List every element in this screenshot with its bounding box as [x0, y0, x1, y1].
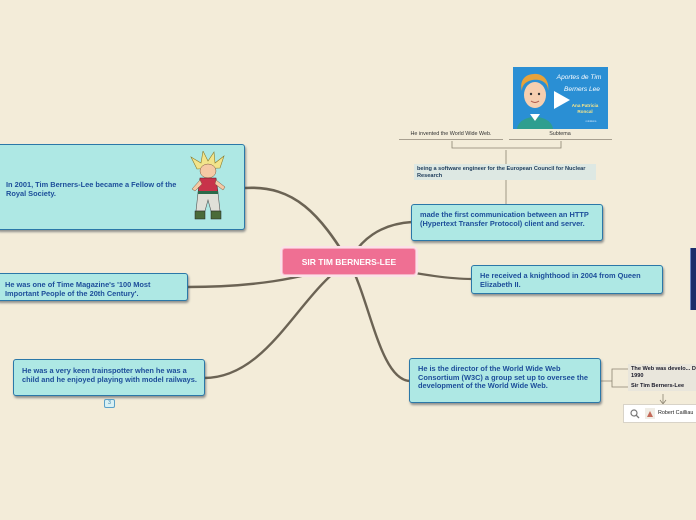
subtopic-tbl-name[interactable]: Sir Tim Berners-Lee — [628, 381, 696, 391]
subtopic-subtema-underline — [509, 139, 612, 140]
subtopic-web-developed-text: The Web was develo... December 1990 — [631, 366, 696, 379]
subtopic-subtema[interactable]: Subtema — [510, 131, 610, 137]
branch-w3c — [349, 262, 410, 381]
node-fellow-text: In 2001, Tim Berners-Lee became a Fellow… — [6, 181, 182, 198]
image-thumbnail-icon — [645, 408, 655, 419]
node-trainspotter-text: He was a very keen trainspotter when he … — [22, 367, 198, 384]
video-thumbnail[interactable]: Aportes de Tim Berners Lee Ana Patricia … — [513, 67, 608, 129]
node-http[interactable]: made the first communication between an … — [411, 204, 603, 241]
search-result-card[interactable]: Robert Cailliau — [623, 404, 696, 423]
node-trainspotter[interactable]: He was a very keen trainspotter when he … — [13, 359, 205, 396]
node-knighthood-text: He received a knighthood in 2004 from Qu… — [480, 272, 656, 289]
magnifier-icon — [630, 409, 640, 419]
branch-trainspotter — [204, 262, 349, 378]
node-fellow[interactable]: In 2001, Tim Berners-Lee became a Fellow… — [0, 144, 245, 230]
node-time-text: He was one of Time Magazine's '100 Most … — [5, 281, 183, 298]
node-w3c-text: He is the director of the World Wide Web… — [418, 365, 596, 391]
node-w3c[interactable]: He is the director of the World Wide Web… — [409, 358, 601, 403]
knighthood-image[interactable] — [690, 248, 696, 310]
central-topic[interactable]: SIR TIM BERNERS-LEE — [282, 248, 416, 275]
person-illustration — [515, 71, 555, 129]
video-author-line1: Ana Patricia — [563, 103, 607, 108]
search-result-label: Robert Cailliau — [658, 410, 693, 416]
subtopic-invented[interactable]: He invented the World Wide Web. — [399, 131, 503, 137]
subtopic-engineer[interactable]: being a software engineer for the Europe… — [414, 164, 596, 180]
video-title-line2: Berners Lee — [557, 86, 607, 93]
node-time[interactable]: He was one of Time Magazine's '100 Most … — [0, 273, 188, 301]
notes-count-badge[interactable]: 3 — [104, 399, 115, 408]
cartoon-character-image — [187, 151, 231, 225]
subtopic-web-developed[interactable]: The Web was develo... December 1990 — [628, 364, 696, 381]
connector-w3c-right — [601, 369, 628, 387]
subtopic-invented-underline — [399, 139, 503, 140]
video-author-line2: Roncal — [563, 109, 607, 114]
connector-top-bracket — [452, 141, 561, 148]
video-tiny-label: mindomo — [577, 120, 605, 123]
node-http-text: made the first communication between an … — [420, 211, 596, 228]
video-title-line1: Aportes de Tim — [551, 74, 607, 81]
node-knighthood[interactable]: He received a knighthood in 2004 from Qu… — [471, 265, 663, 294]
